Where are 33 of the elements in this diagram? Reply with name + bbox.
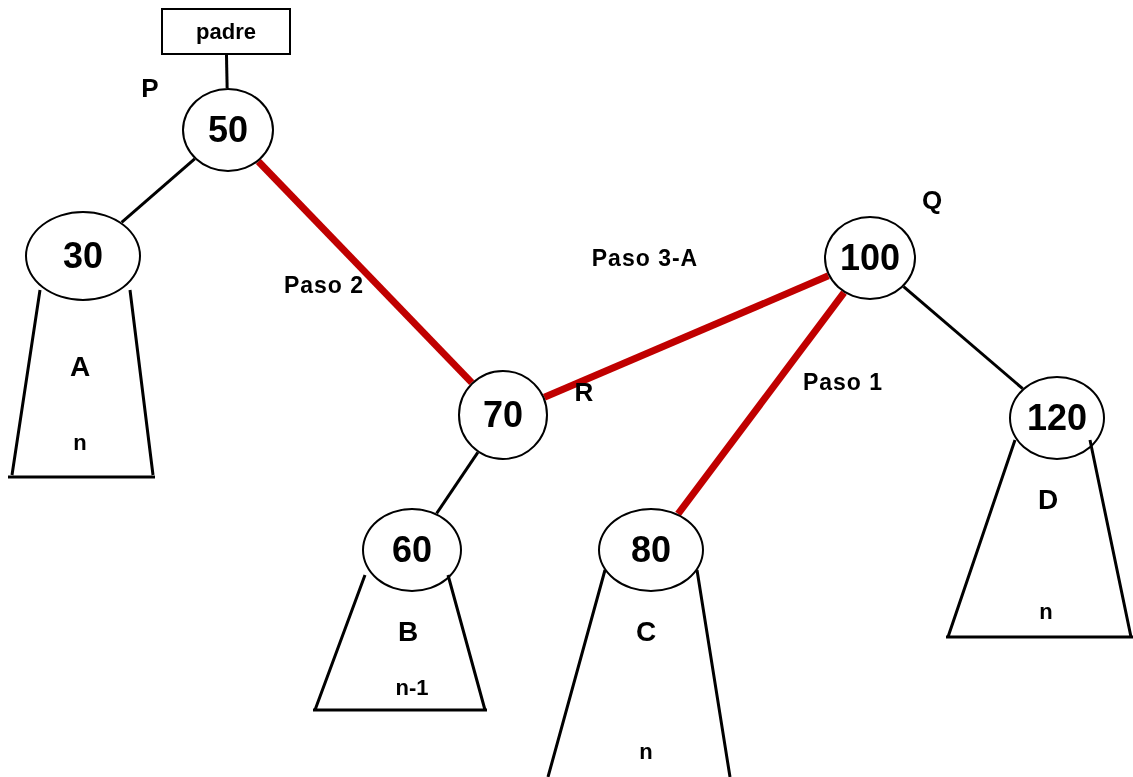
tree-edge bbox=[225, 54, 229, 89]
tree-node-circle: 50 bbox=[182, 88, 274, 172]
tree-node-circle: 100 bbox=[824, 216, 916, 300]
edge-label: Paso 3-A bbox=[591, 244, 699, 272]
edge-label: Paso 1 bbox=[802, 368, 884, 396]
height-label: n bbox=[73, 430, 87, 456]
height-label: n bbox=[1039, 599, 1053, 625]
tree-edge bbox=[435, 451, 480, 515]
tree-node-circle: 30 bbox=[25, 211, 141, 301]
height-label: n-1 bbox=[395, 675, 429, 701]
subtree-label: B bbox=[397, 616, 419, 648]
tree-node-circle: 80 bbox=[598, 508, 704, 592]
tree-edge bbox=[902, 285, 1024, 390]
tree-edge bbox=[675, 290, 847, 516]
tree-edge bbox=[543, 272, 830, 401]
height-label: n bbox=[639, 739, 653, 765]
subtree-label: D bbox=[1037, 484, 1059, 516]
subtree-trapezoid bbox=[946, 440, 1133, 639]
subtree-trapezoid bbox=[548, 570, 730, 777]
edge-label: Paso 2 bbox=[283, 271, 365, 299]
subtree-label: C bbox=[635, 616, 657, 648]
subtree-trapezoid bbox=[313, 575, 487, 712]
tree-node-circle: 60 bbox=[362, 508, 462, 592]
tree-edge bbox=[255, 159, 475, 386]
pointer-label: P bbox=[141, 72, 159, 104]
subtree-trapezoid bbox=[8, 290, 155, 477]
pointer-label: Q bbox=[921, 184, 943, 216]
tree-node-circle: 70 bbox=[458, 370, 548, 460]
subtree-label: A bbox=[69, 351, 91, 383]
tree-node-circle: 120 bbox=[1009, 376, 1105, 460]
parent-box: padre bbox=[161, 8, 291, 55]
pointer-label: R bbox=[574, 376, 594, 408]
tree-edge bbox=[120, 157, 196, 224]
